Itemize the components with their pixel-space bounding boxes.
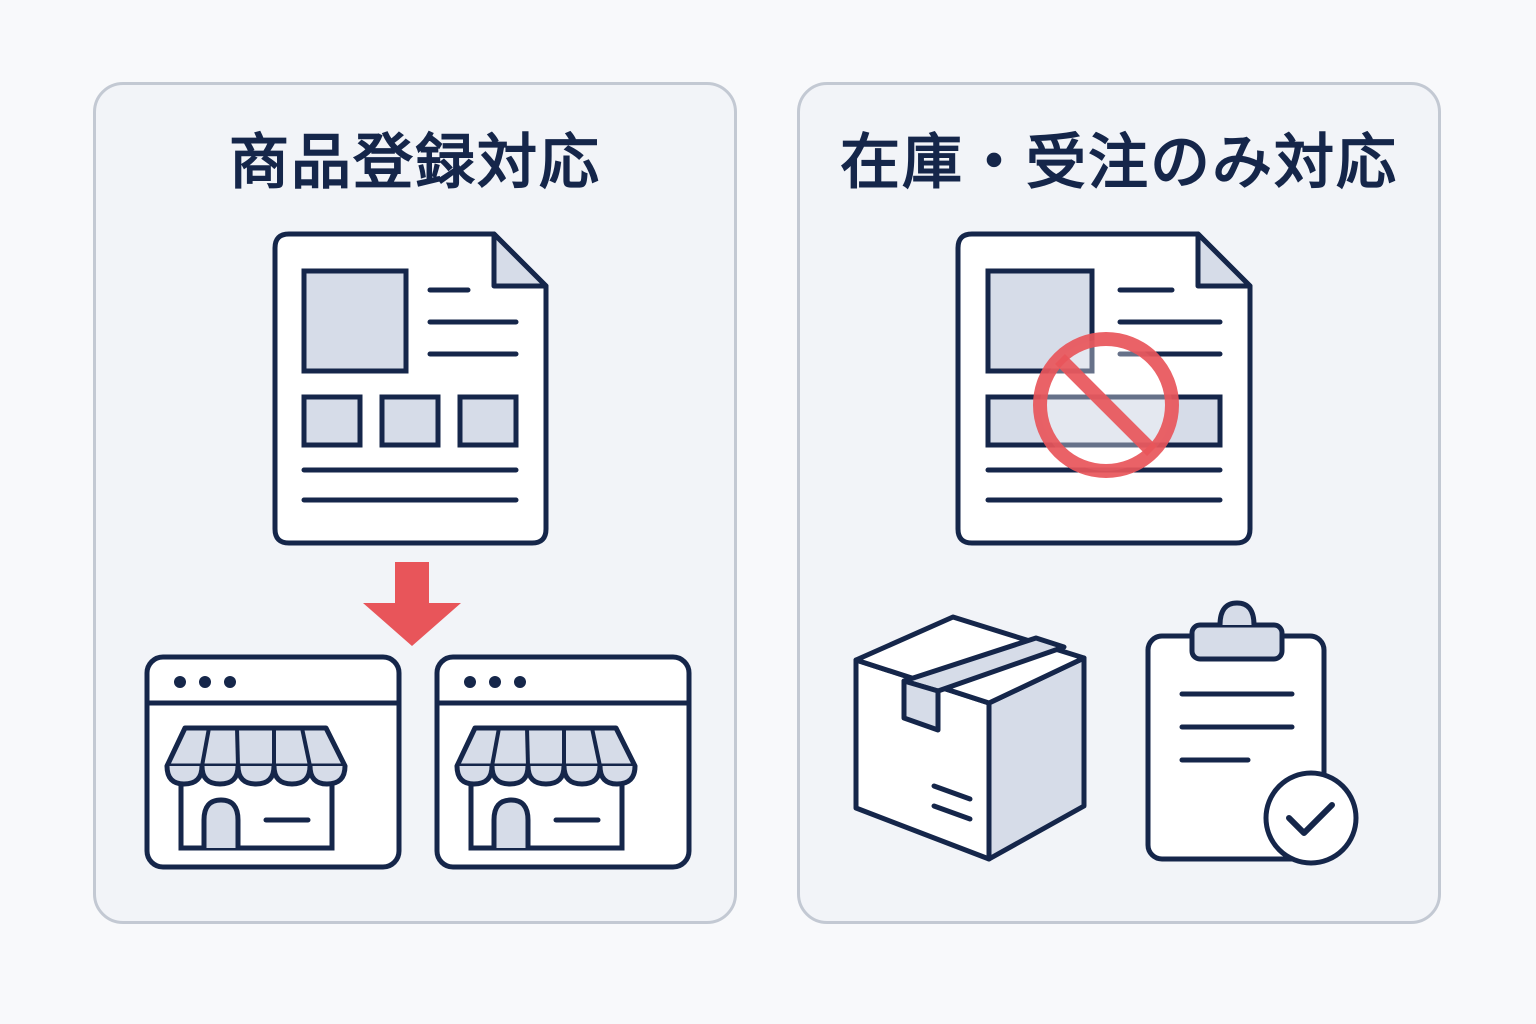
down-arrow-icon: [363, 562, 461, 646]
panel-title: 在庫・受注のみ対応: [840, 128, 1398, 198]
product-sheet-icon: [955, 231, 1253, 546]
panel-title: 商品登録対応: [229, 128, 601, 198]
storefront-window-icon: [144, 654, 402, 870]
clipboard-check-icon: [1145, 600, 1359, 866]
package-box-icon: [853, 614, 1087, 862]
product-sheet-icon: [272, 231, 549, 546]
storefront-window-icon: [434, 654, 692, 870]
prohibited-icon: [1033, 332, 1179, 478]
